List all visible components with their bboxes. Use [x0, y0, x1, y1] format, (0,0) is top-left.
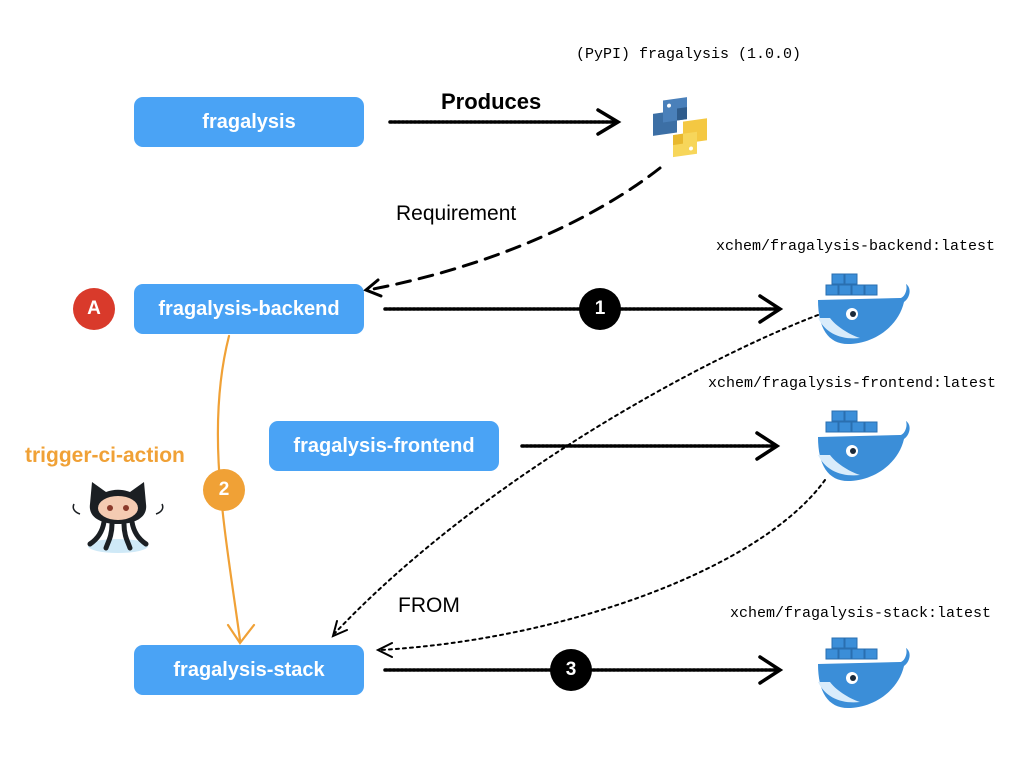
image-backend-label: xchem/fragalysis-backend:latest [716, 238, 996, 255]
docker-whale-icon [818, 273, 910, 344]
docker-whale-icon [818, 637, 910, 708]
badge-2: 2 [203, 469, 245, 511]
from-frontend-arrow [375, 479, 826, 658]
badge-a: A [73, 288, 115, 330]
docker-whale-icon [818, 410, 910, 481]
produces-label: Produces [441, 89, 542, 114]
badge-1: 1 [579, 288, 621, 330]
from-label: FROM [398, 594, 460, 617]
node-fragalysis: fragalysis [134, 97, 364, 147]
produces-arrow [388, 108, 622, 136]
node-fragalysis-frontend: fragalysis-frontend [269, 421, 499, 471]
image-stack-label: xchem/fragalysis-stack:latest [730, 605, 992, 622]
python-logo-icon [653, 97, 707, 158]
requirement-arrow [363, 166, 662, 298]
requirement-label: Requirement [396, 202, 517, 225]
image-frontend-label: xchem/fragalysis-frontend:latest [708, 375, 997, 392]
github-octocat-icon [72, 482, 164, 553]
node-fragalysis-stack: fragalysis-stack [134, 645, 364, 695]
node-fragalysis-backend: fragalysis-backend [134, 284, 364, 334]
pypi-label: (PyPI) fragalysis (1.0.0) [576, 46, 802, 63]
badge-3: 3 [550, 649, 592, 691]
frontend-docker-arrow [520, 431, 781, 461]
trigger-ci-action-label: trigger-ci-action [25, 444, 185, 467]
from-backend-arrow [331, 314, 819, 638]
